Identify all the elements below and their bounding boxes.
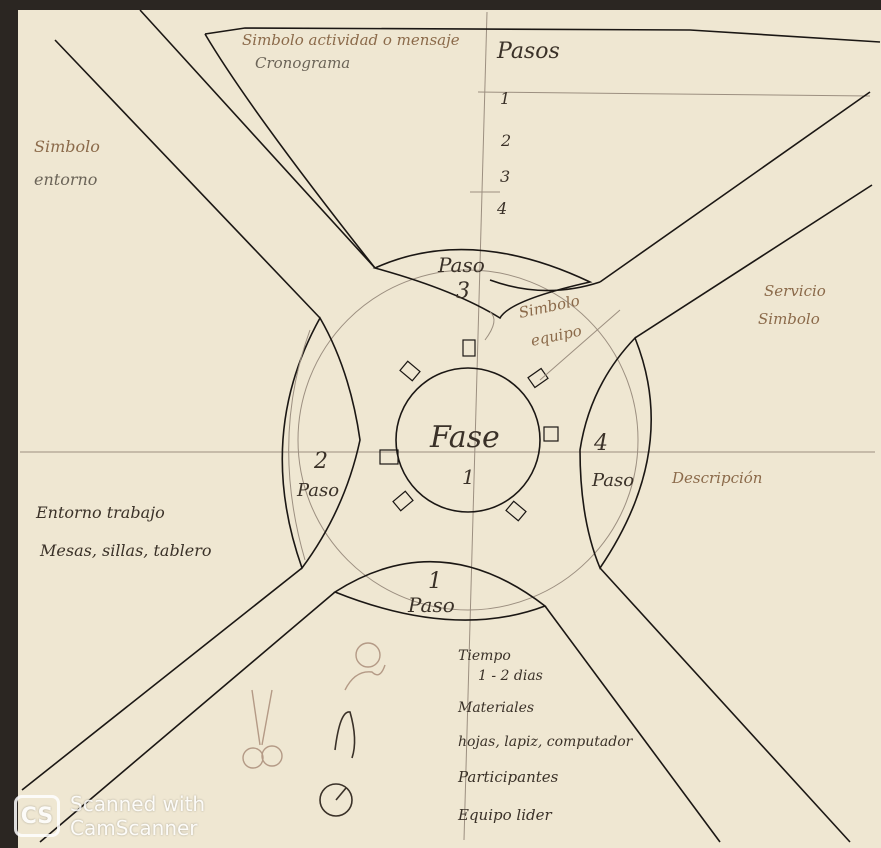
steps-title: Pasos (496, 39, 560, 64)
label-materials: Materiales (457, 700, 534, 716)
label-participants: Participantes (457, 768, 559, 786)
camscanner-logo-icon: CS (14, 795, 60, 837)
step2-number: 2 (313, 449, 328, 474)
step3-word: Paso (437, 253, 485, 277)
label-service-1: Servicio (764, 282, 826, 300)
label-time-value: 1 - 2 dias (478, 668, 543, 684)
step1-number: 1 (428, 569, 442, 594)
step4-number: 4 (593, 431, 608, 456)
steps-item-1: 1 (500, 89, 510, 108)
scan-edge-top (0, 0, 881, 10)
label-work-environment: Entorno trabajo (35, 503, 165, 522)
steps-item-3: 3 (500, 167, 510, 186)
phase-title: Fase (429, 420, 500, 455)
label-furniture: Mesas, sillas, tablero (39, 541, 212, 560)
watermark-line-2: CamScanner (70, 816, 205, 840)
label-activity-symbol: Simbolo actividad o mensaje (242, 31, 460, 49)
label-materials-list: hojas, lapiz, computador (458, 734, 634, 750)
scanner-watermark: CS Scanned with CamScanner (14, 788, 244, 844)
phase-number: 1 (462, 465, 475, 489)
label-environment-symbol-2: entorno (34, 170, 97, 189)
label-schedule: Cronograma (255, 54, 350, 72)
label-description: Descripción (671, 469, 762, 487)
watermark-text: Scanned with CamScanner (70, 792, 205, 840)
step2-word: Paso (296, 480, 339, 501)
label-environment-symbol-1: Simbolo (34, 137, 100, 156)
step4-word: Paso (591, 470, 634, 491)
label-time: Tiempo (458, 648, 511, 664)
label-service-2: Simbolo (758, 310, 820, 328)
step3-number: 3 (456, 279, 470, 304)
steps-item-4: 4 (496, 199, 507, 218)
scan-edge-left (0, 0, 18, 848)
steps-item-2: 2 (500, 131, 511, 150)
label-leader-team: Equipo lider (457, 806, 552, 824)
step1-word: Paso (407, 593, 455, 617)
watermark-line-1: Scanned with (70, 792, 205, 816)
